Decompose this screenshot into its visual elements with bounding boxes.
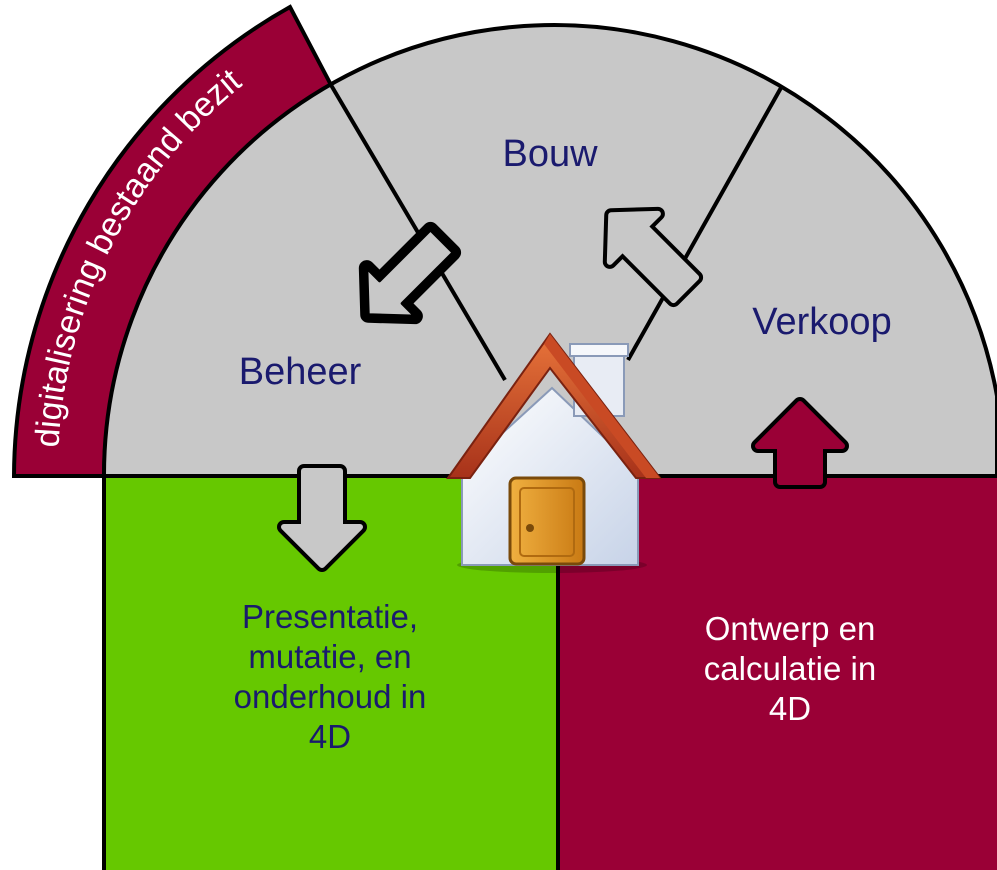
ontwerp-box-text: Ontwerp en calculatie in 4D [640, 609, 940, 729]
segment-label-beheer: Beheer [239, 351, 362, 393]
arrow-bouw-to-beheer-icon [358, 221, 462, 325]
arrow-verkoop-to-bouw-icon [602, 206, 704, 308]
presentatie-box-text: Presentatie, mutatie, en onderhoud in 4D [170, 597, 490, 757]
arrow-beheer-to-presentatie-icon [277, 464, 367, 572]
ontwerp-line-1: Ontwerp en [704, 610, 876, 647]
ontwerp-line-3: 4D [768, 690, 812, 727]
house-icon [446, 332, 663, 573]
presentatie-line-2: mutatie, en [248, 638, 412, 675]
divider-right [626, 85, 784, 361]
presentatie-line-4: 4D [308, 718, 352, 755]
presentatie-line-3: onderhoud in [233, 678, 427, 715]
segment-label-bouw: Bouw [502, 133, 598, 175]
ontwerp-line-2: calculatie in [703, 650, 877, 687]
segment-label-verkoop: Verkoop [752, 301, 891, 343]
semicircle-background [101, 23, 997, 478]
presentatie-line-1: Presentatie, [241, 598, 419, 635]
arrow-ontwerp-to-verkoop-icon [751, 397, 849, 489]
